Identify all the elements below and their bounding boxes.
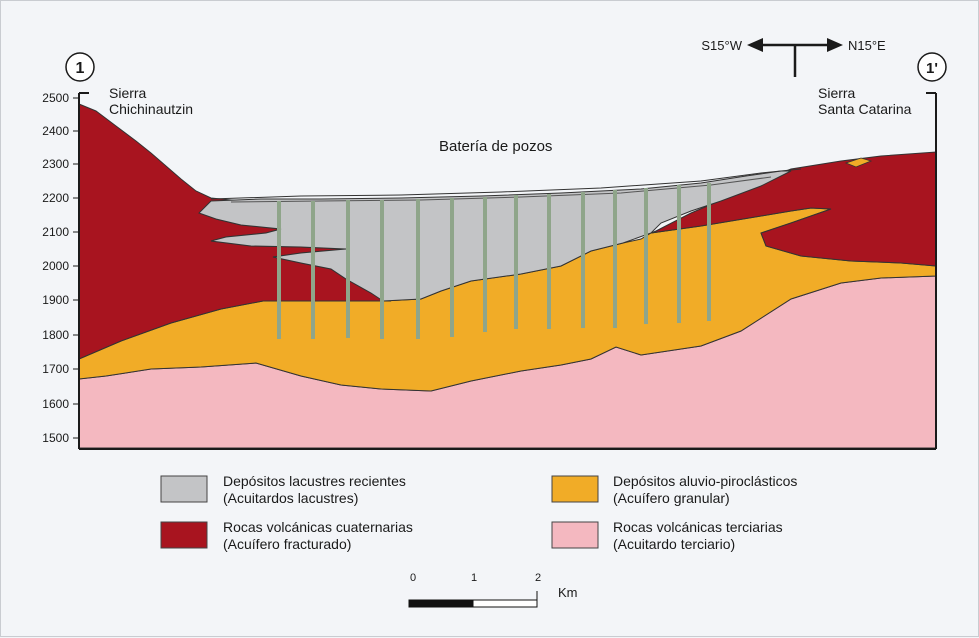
legend-item-lacustrine: Depósitos lacustres recientes (Acuitardo… xyxy=(160,473,406,506)
y-tick-label: 1900 xyxy=(42,293,69,307)
scale-label: 0 xyxy=(410,572,416,584)
well xyxy=(514,195,518,329)
arrow-left-icon xyxy=(747,38,763,52)
well xyxy=(644,188,648,324)
direction-left-label: S15°W xyxy=(701,38,742,53)
surface-layer-line xyxy=(844,157,873,168)
well xyxy=(346,200,350,338)
well xyxy=(380,200,384,339)
well xyxy=(677,185,681,323)
legend-sublabel: (Acuitardo terciario) xyxy=(613,536,735,552)
y-tick-label: 2400 xyxy=(42,124,69,138)
scale-bar-segment-dark xyxy=(408,599,474,608)
y-tick-label: 2200 xyxy=(42,191,69,205)
right-place-name-line1: Sierra xyxy=(818,85,856,101)
legend-label: Rocas volcánicas terciarias xyxy=(613,519,783,535)
y-tick-label: 1500 xyxy=(42,431,69,445)
arrow-right-icon xyxy=(827,38,843,52)
legend-sublabel: (Acuífero fracturado) xyxy=(223,536,351,552)
well xyxy=(707,183,711,321)
legend-swatch xyxy=(551,475,599,503)
scale-label: 2 xyxy=(535,572,541,584)
cross-section xyxy=(78,103,937,449)
surface-layer-line xyxy=(210,168,802,200)
legend-swatch xyxy=(160,475,208,503)
direction-indicator: S15°W N15°E xyxy=(701,38,886,77)
scale-unit: Km xyxy=(558,585,578,600)
well xyxy=(277,201,281,339)
y-tick-label: 2000 xyxy=(42,259,69,273)
well-battery xyxy=(277,183,711,339)
legend-swatch xyxy=(551,521,599,549)
legend-sublabel: (Acuífero granular) xyxy=(613,490,730,506)
y-tick-label: 1700 xyxy=(42,362,69,376)
y-tick-label: 2100 xyxy=(42,225,69,239)
y-tick-label: 1800 xyxy=(42,328,69,342)
left-place-name-line1: Sierra xyxy=(109,85,147,101)
legend-swatch xyxy=(160,521,208,549)
legend-item-tertiary-volcanic: Rocas volcánicas terciarias (Acuitardo t… xyxy=(551,519,783,552)
section-marker-left-label: 1 xyxy=(76,60,85,77)
scale-bar-segment-light xyxy=(472,599,538,608)
left-place-name-line2: Chichinautzin xyxy=(109,101,193,117)
elevation-axis: 2500 2400 2300 2200 2100 2000 1900 1800 … xyxy=(42,91,79,445)
section-marker-left: 1 xyxy=(65,52,95,82)
well xyxy=(581,192,585,328)
section-marker-right: 1' xyxy=(917,52,947,82)
right-place-name-line2: Santa Catarina xyxy=(818,101,912,117)
wells-label: Batería de pozos xyxy=(439,138,552,155)
direction-right-label: N15°E xyxy=(848,38,886,53)
legend: Depósitos lacustres recientes (Acuitardo… xyxy=(160,473,797,552)
y-tick-label: 1600 xyxy=(42,397,69,411)
legend-item-alluvio-pyroclastic: Depósitos aluvio-piroclásticos (Acuífero… xyxy=(551,473,797,506)
y-tick-label: 2500 xyxy=(42,91,69,105)
legend-sublabel: (Acuitardos lacustres) xyxy=(223,490,358,506)
well xyxy=(483,197,487,332)
well xyxy=(311,201,315,339)
scale-bar: 0 1 2 Km xyxy=(408,572,578,608)
scale-label: 1 xyxy=(471,572,477,584)
legend-label: Depósitos lacustres recientes xyxy=(223,473,406,489)
well xyxy=(547,194,551,329)
legend-item-quaternary-volcanic: Rocas volcánicas cuaternarias (Acuífero … xyxy=(160,519,413,552)
well xyxy=(613,190,617,328)
well xyxy=(416,199,420,339)
well xyxy=(450,198,454,337)
y-tick-label: 2300 xyxy=(42,157,69,171)
legend-label: Rocas volcánicas cuaternarias xyxy=(223,519,413,535)
legend-label: Depósitos aluvio-piroclásticos xyxy=(613,473,797,489)
section-marker-right-label: 1' xyxy=(926,60,938,77)
section-frame xyxy=(78,92,937,450)
